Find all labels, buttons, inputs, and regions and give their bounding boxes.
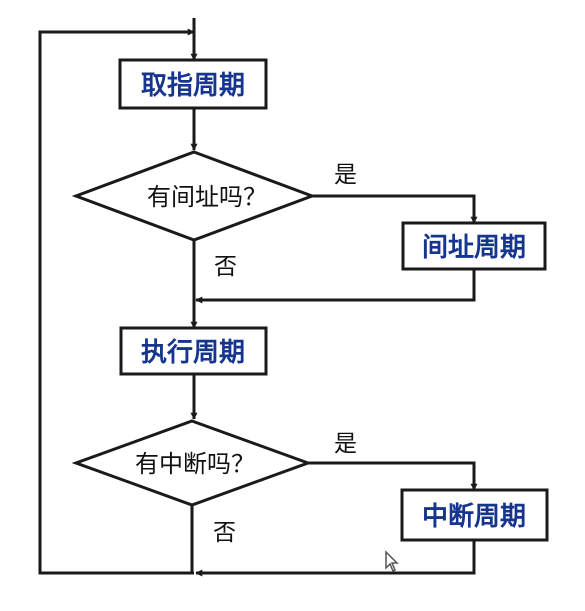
interrupt-yes-label: 是	[334, 431, 357, 457]
execute-cycle-label: 执行周期	[141, 337, 245, 368]
interrupt-no-label: 否	[213, 520, 236, 546]
interrupt-decision-label: 有中断吗？	[135, 450, 255, 478]
fetch-cycle-label: 取指周期	[141, 71, 245, 101]
indirect-cycle-box: 间址周期	[401, 221, 547, 271]
indirect-return-line	[195, 269, 476, 304]
mouse-cursor-icon	[385, 550, 399, 573]
execute-cycle-box: 执行周期	[119, 326, 268, 376]
interrupt-cycle-box: 中断周期	[400, 488, 549, 542]
loop-back-line	[38, 28, 195, 575]
interrupt-return-line	[195, 540, 476, 577]
interrupt-yes-line	[308, 461, 478, 491]
indirect-decision-label: 有间址吗？	[147, 183, 267, 211]
indirect-yes-line	[312, 194, 478, 224]
indirect-no-label: 否	[214, 254, 237, 280]
indirect-decision: 有间址吗？	[71, 150, 317, 242]
fetch-cycle-box: 取指周期	[118, 58, 268, 110]
interrupt-cycle-label: 中断周期	[422, 501, 526, 532]
indirect-yes-label: 是	[334, 162, 357, 188]
interrupt-decision: 有中断吗？	[71, 419, 313, 507]
indirect-cycle-label: 间址周期	[422, 233, 526, 263]
